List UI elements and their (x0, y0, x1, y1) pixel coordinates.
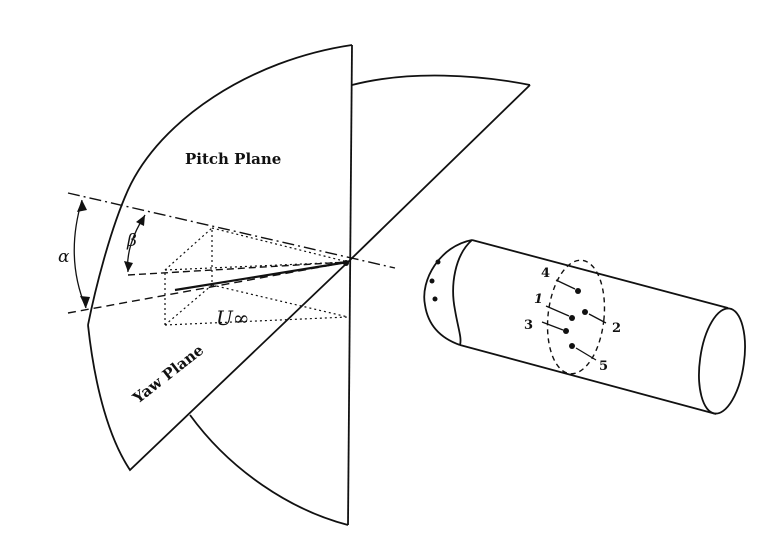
alpha-arrow-bottom (80, 296, 90, 308)
back-plane (189, 74, 531, 526)
port-4-label: 4 (541, 266, 550, 281)
x-axis-line (67, 192, 396, 269)
port-3-dot (563, 328, 569, 334)
yaw-plane (87, 84, 531, 472)
projection-box-left (164, 226, 213, 326)
pitch-plane-arc (87, 44, 353, 326)
port-5-dot (569, 343, 575, 349)
port-5-label: 5 (599, 359, 608, 374)
port-1-label: 1 (534, 292, 543, 307)
probe-bottom-edge (459, 344, 717, 415)
velocity-label: U∞ (216, 306, 250, 330)
alpha-arc (73, 199, 87, 309)
port-2-label: 2 (612, 321, 621, 336)
beta-ref-line (127, 261, 349, 276)
probe-nose-rim (452, 239, 473, 346)
port-3-leader (541, 321, 564, 331)
port-2-leader (588, 313, 607, 324)
alpha-arrow-top (77, 200, 87, 212)
velocity-projection (164, 226, 349, 326)
projection-line-bottom (164, 316, 349, 326)
port-1-leader (545, 305, 570, 317)
port-1-dot (569, 315, 575, 321)
port-5-leader (575, 347, 597, 361)
diagonal-plane-edge (347, 84, 531, 263)
pitch-plane-label: Pitch Plane (185, 150, 281, 168)
probe-nose (423, 239, 473, 346)
port-3-label: 3 (524, 318, 533, 333)
alpha-label: α (58, 247, 70, 267)
lower-plane-arc (189, 414, 349, 526)
back-plane-arc (351, 74, 531, 86)
origin-point (343, 260, 349, 266)
vertical-plane-edge (347, 44, 353, 526)
port-ring (546, 259, 606, 375)
probe-end-face (698, 307, 746, 415)
velocity-vector (174, 260, 349, 292)
projection-line-upper (211, 227, 349, 263)
port-2-dot (582, 309, 588, 315)
port-4-leader (555, 279, 576, 290)
yaw-plane-label: Yaw Plane (129, 341, 207, 408)
probe-top-edge (471, 239, 729, 309)
port-4-dot (575, 288, 581, 294)
beta-arrow-top (136, 215, 145, 226)
probe-cylinder (423, 239, 746, 415)
projection-line-top (164, 261, 349, 271)
nose-port-dot (435, 259, 441, 265)
beta-label: β (126, 231, 137, 251)
projection-line-right (211, 284, 349, 318)
nose-port-dot (432, 296, 438, 302)
beta-arrow-bottom (124, 261, 133, 272)
pitch-plane (87, 44, 353, 526)
yaw-plane-arc (87, 261, 349, 472)
nose-port-dot (429, 278, 435, 284)
